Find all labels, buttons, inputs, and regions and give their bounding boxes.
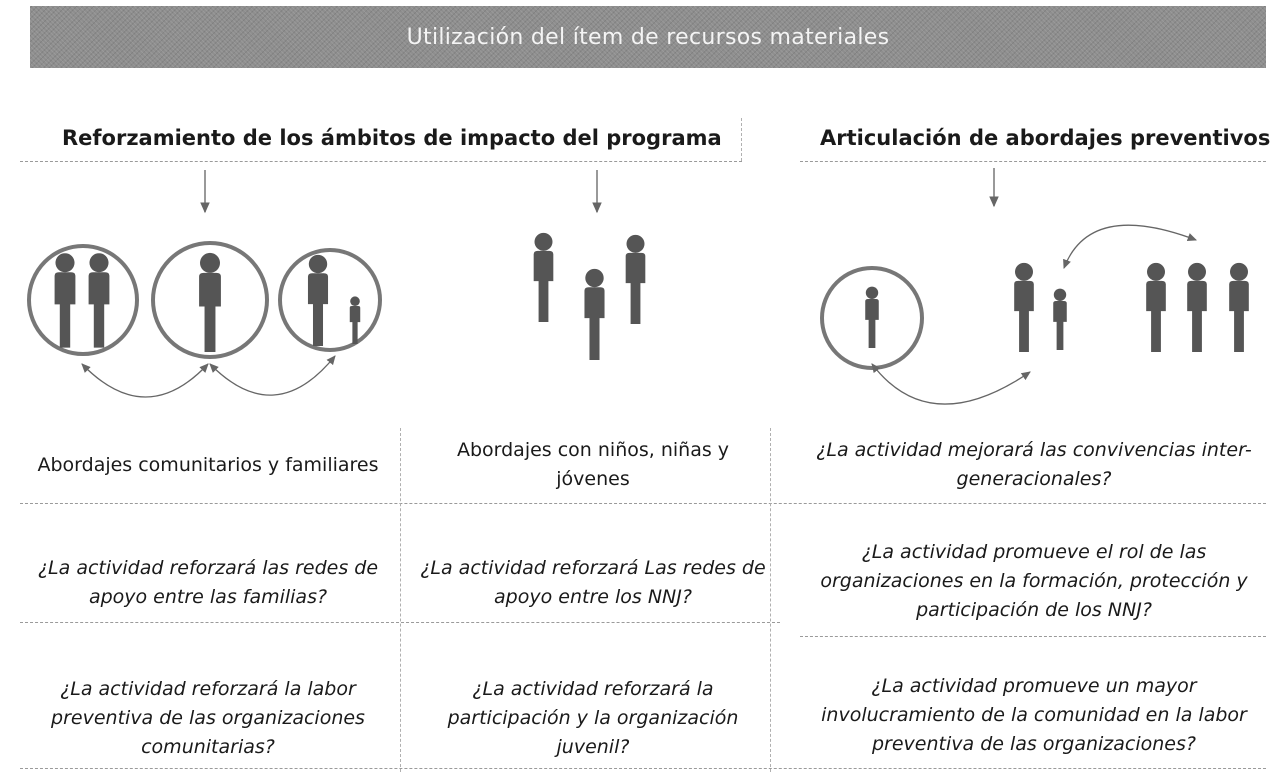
question-text: ¿La actividad promueve un mayor involucr… xyxy=(821,674,1247,755)
title-banner: Utilización del ítem de recursos materia… xyxy=(30,6,1266,68)
column-divider-1 xyxy=(400,428,401,772)
person-icon xyxy=(54,252,361,352)
right-heading: Articulación de abordajes preventivos xyxy=(820,126,1271,150)
question-preventive-3: ¿La actividad promueve un mayor involucr… xyxy=(806,664,1262,766)
column-label-text: Abordajes con niños, niñas y jóvenes xyxy=(456,439,730,490)
column-label-youth: Abordajes con niños, niñas y jóvenes xyxy=(420,430,766,500)
question-preventive-2: ¿La actividad promueve el rol de las org… xyxy=(806,530,1262,632)
question-text: ¿La actividad reforzará Las redes de apo… xyxy=(420,557,766,608)
question-youth-2: ¿La actividad reforzará la participación… xyxy=(420,668,766,768)
row-divider-3 xyxy=(20,768,1266,769)
question-text: ¿La actividad promueve el rol de las org… xyxy=(820,540,1248,621)
column-label-community: Abordajes comunitarios y familiares xyxy=(22,430,394,500)
double-arrow-icon xyxy=(871,224,1197,405)
question-community-2: ¿La actividad reforzará la labor prevent… xyxy=(22,668,394,768)
column-label-text: Abordajes comunitarios y familiares xyxy=(37,453,379,476)
double-arrow-icon xyxy=(81,355,336,398)
question-community-1: ¿La actividad reforzará las redes de apo… xyxy=(22,548,394,618)
question-text: ¿La actividad reforzará la labor prevent… xyxy=(51,677,365,758)
column-divider-2 xyxy=(770,428,771,772)
row-divider-2-right xyxy=(800,636,1266,637)
page-title: Utilización del ítem de recursos materia… xyxy=(406,24,890,50)
question-text: ¿La actividad reforzará las redes de apo… xyxy=(37,557,379,608)
heading-divider xyxy=(741,118,742,161)
question-preventive-1: ¿La actividad mejorará las convivencias … xyxy=(806,430,1262,500)
question-youth-1: ¿La actividad reforzará Las redes de apo… xyxy=(420,548,766,618)
person-icon xyxy=(533,232,646,360)
heading-underline-right xyxy=(800,161,1266,162)
question-text: ¿La actividad reforzará la participación… xyxy=(447,677,739,758)
heading-underline-left xyxy=(20,161,742,162)
row-divider-1 xyxy=(20,503,1266,504)
left-heading: Reforzamiento de los ámbitos de impacto … xyxy=(62,126,722,150)
question-text: ¿La actividad mejorará las convivencias … xyxy=(816,439,1252,490)
